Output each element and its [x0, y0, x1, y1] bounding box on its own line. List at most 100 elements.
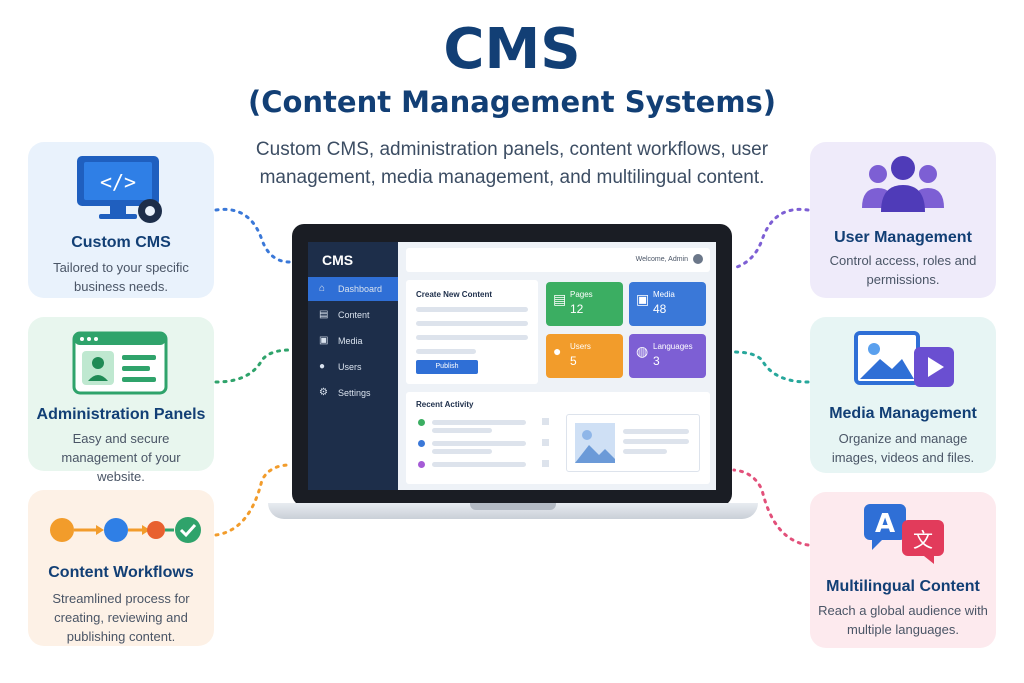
- translate-icon: A 文: [864, 504, 944, 564]
- content-input-line[interactable]: [416, 349, 476, 354]
- stat-tile-languages[interactable]: ◍ Languages 3: [629, 334, 706, 378]
- publish-button[interactable]: Publish: [416, 360, 478, 374]
- home-icon: ⌂: [319, 283, 326, 294]
- card-user-management: User Management Control access, roles an…: [810, 142, 996, 298]
- activity-dot: [418, 419, 425, 426]
- card-admin-panels: Administration Panels Easy and secure ma…: [28, 317, 214, 484]
- card-title: Content Workflows: [48, 564, 194, 581]
- workflow-icon: [50, 517, 201, 543]
- welcome-text: Welcome, Admin: [635, 256, 688, 263]
- activity-dot: [418, 461, 425, 468]
- connector-workflows: [214, 463, 292, 537]
- activity-dot: [418, 440, 425, 447]
- recent-activity-title: Recent Activity: [416, 400, 474, 409]
- stat-value: 12: [570, 302, 584, 316]
- card-title: Media Management: [829, 405, 977, 422]
- cms-dashboard-screen: CMS ⌂ Dashboard ▤ Content ▣ Media ● User…: [308, 242, 716, 490]
- card-title: Multilingual Content: [826, 578, 980, 595]
- activity-line: [432, 428, 492, 433]
- activity-line: [432, 449, 492, 454]
- card-media-management: Media Management Organize and manage ima…: [810, 317, 996, 473]
- page-title: CMS: [443, 17, 581, 82]
- stat-label: Users: [570, 342, 591, 351]
- media-preview-card[interactable]: [566, 414, 700, 472]
- avatar[interactable]: [693, 254, 703, 264]
- app-brand: CMS: [322, 252, 354, 268]
- connector-admin-panels: [214, 348, 292, 384]
- title-input[interactable]: [416, 307, 528, 312]
- card-title: User Management: [834, 229, 972, 246]
- svg-text:文: 文: [913, 528, 933, 552]
- sidebar-item-label: Content: [338, 310, 370, 320]
- sidebar-item-label: Media: [338, 336, 363, 346]
- stat-value: 5: [570, 354, 577, 368]
- admin-panel-icon: [72, 331, 168, 395]
- users-icon: ●: [319, 361, 326, 372]
- stat-tile-media[interactable]: ▣ Media 48: [629, 282, 706, 326]
- connector-users: [732, 207, 810, 270]
- card-text: Organize and manage images, videos and f…: [831, 431, 975, 465]
- sidebar-item-media[interactable]: ▣ Media: [308, 329, 398, 353]
- app-topbar: Welcome, Admin: [406, 248, 710, 272]
- svg-text:</>: </>: [100, 170, 136, 194]
- stat-label: Media: [653, 290, 675, 299]
- sidebar-item-label: Settings: [338, 388, 371, 398]
- stat-label: Languages: [653, 342, 693, 351]
- content-input-line[interactable]: [416, 335, 528, 340]
- stat-tile-pages[interactable]: ▤ Pages 12: [546, 282, 623, 326]
- laptop-notch: [470, 503, 556, 510]
- sidebar-item-label: Dashboard: [338, 284, 383, 294]
- media-caption-line: [623, 439, 689, 444]
- stat-value: 48: [653, 302, 667, 316]
- image-placeholder-icon: [575, 423, 615, 463]
- activity-checkbox[interactable]: [542, 439, 549, 446]
- sidebar-item-label: Users: [338, 362, 362, 372]
- card-text: Reach a global audience with multiple la…: [818, 603, 988, 637]
- connector-custom-cms: [214, 207, 292, 264]
- app-sidebar: CMS ⌂ Dashboard ▤ Content ▣ Media ● User…: [308, 242, 398, 490]
- sidebar-item-settings[interactable]: ⚙ Settings: [308, 381, 398, 405]
- card-text: Control access, roles and permissions.: [829, 253, 977, 287]
- sidebar-item-content[interactable]: ▤ Content: [308, 303, 398, 327]
- stat-value: 3: [653, 354, 660, 368]
- media-icon: [854, 331, 954, 387]
- users-icon: ●: [553, 343, 562, 359]
- laptop-base: [268, 503, 758, 519]
- card-title: Custom CMS: [71, 234, 171, 251]
- card-text: Tailored to your specific business needs…: [53, 260, 189, 294]
- activity-line: [432, 441, 526, 446]
- card-multilingual-content: A 文 Multilingual Content Reach a global …: [810, 492, 996, 648]
- sidebar-item-dashboard[interactable]: ⌂ Dashboard: [308, 277, 398, 301]
- connector-media: [732, 350, 810, 384]
- media-caption-line: [623, 429, 689, 434]
- page-subtitle: (Content Management Systems): [247, 85, 777, 119]
- svg-text:A: A: [875, 509, 895, 539]
- media-caption-line: [623, 449, 667, 454]
- gear-icon: ⚙: [319, 387, 328, 398]
- card-title: Administration Panels: [36, 406, 206, 423]
- create-content-panel: Create New Content Publish: [406, 280, 538, 384]
- publish-label: Publish: [435, 363, 459, 370]
- card-custom-cms: </> Custom CMS Tailored to your specific…: [28, 142, 214, 298]
- stat-tile-users[interactable]: ● Users 5: [546, 334, 623, 378]
- users-icon: [862, 156, 944, 212]
- recent-activity-panel: Recent Activity: [406, 392, 710, 484]
- activity-line: [432, 462, 526, 467]
- create-content-title: Create New Content: [416, 290, 493, 299]
- document-icon: ▤: [553, 291, 567, 307]
- code-monitor-icon: </>: [77, 156, 162, 223]
- activity-checkbox[interactable]: [542, 460, 549, 467]
- sidebar-item-users[interactable]: ● Users: [308, 355, 398, 379]
- card-text: Easy and secure management of your websi…: [61, 431, 181, 484]
- stat-label: Pages: [570, 290, 593, 299]
- page-description: Custom CMS, administration panels, conte…: [255, 139, 769, 188]
- card-text: Streamlined process for creating, review…: [52, 591, 190, 644]
- activity-checkbox[interactable]: [542, 418, 549, 425]
- globe-icon: ◍: [636, 343, 649, 359]
- content-input-line[interactable]: [416, 321, 528, 326]
- document-icon: ▤: [319, 309, 329, 320]
- activity-line: [432, 420, 526, 425]
- card-content-workflows: Content Workflows Streamlined process fo…: [28, 490, 214, 646]
- image-icon: ▣: [319, 335, 329, 346]
